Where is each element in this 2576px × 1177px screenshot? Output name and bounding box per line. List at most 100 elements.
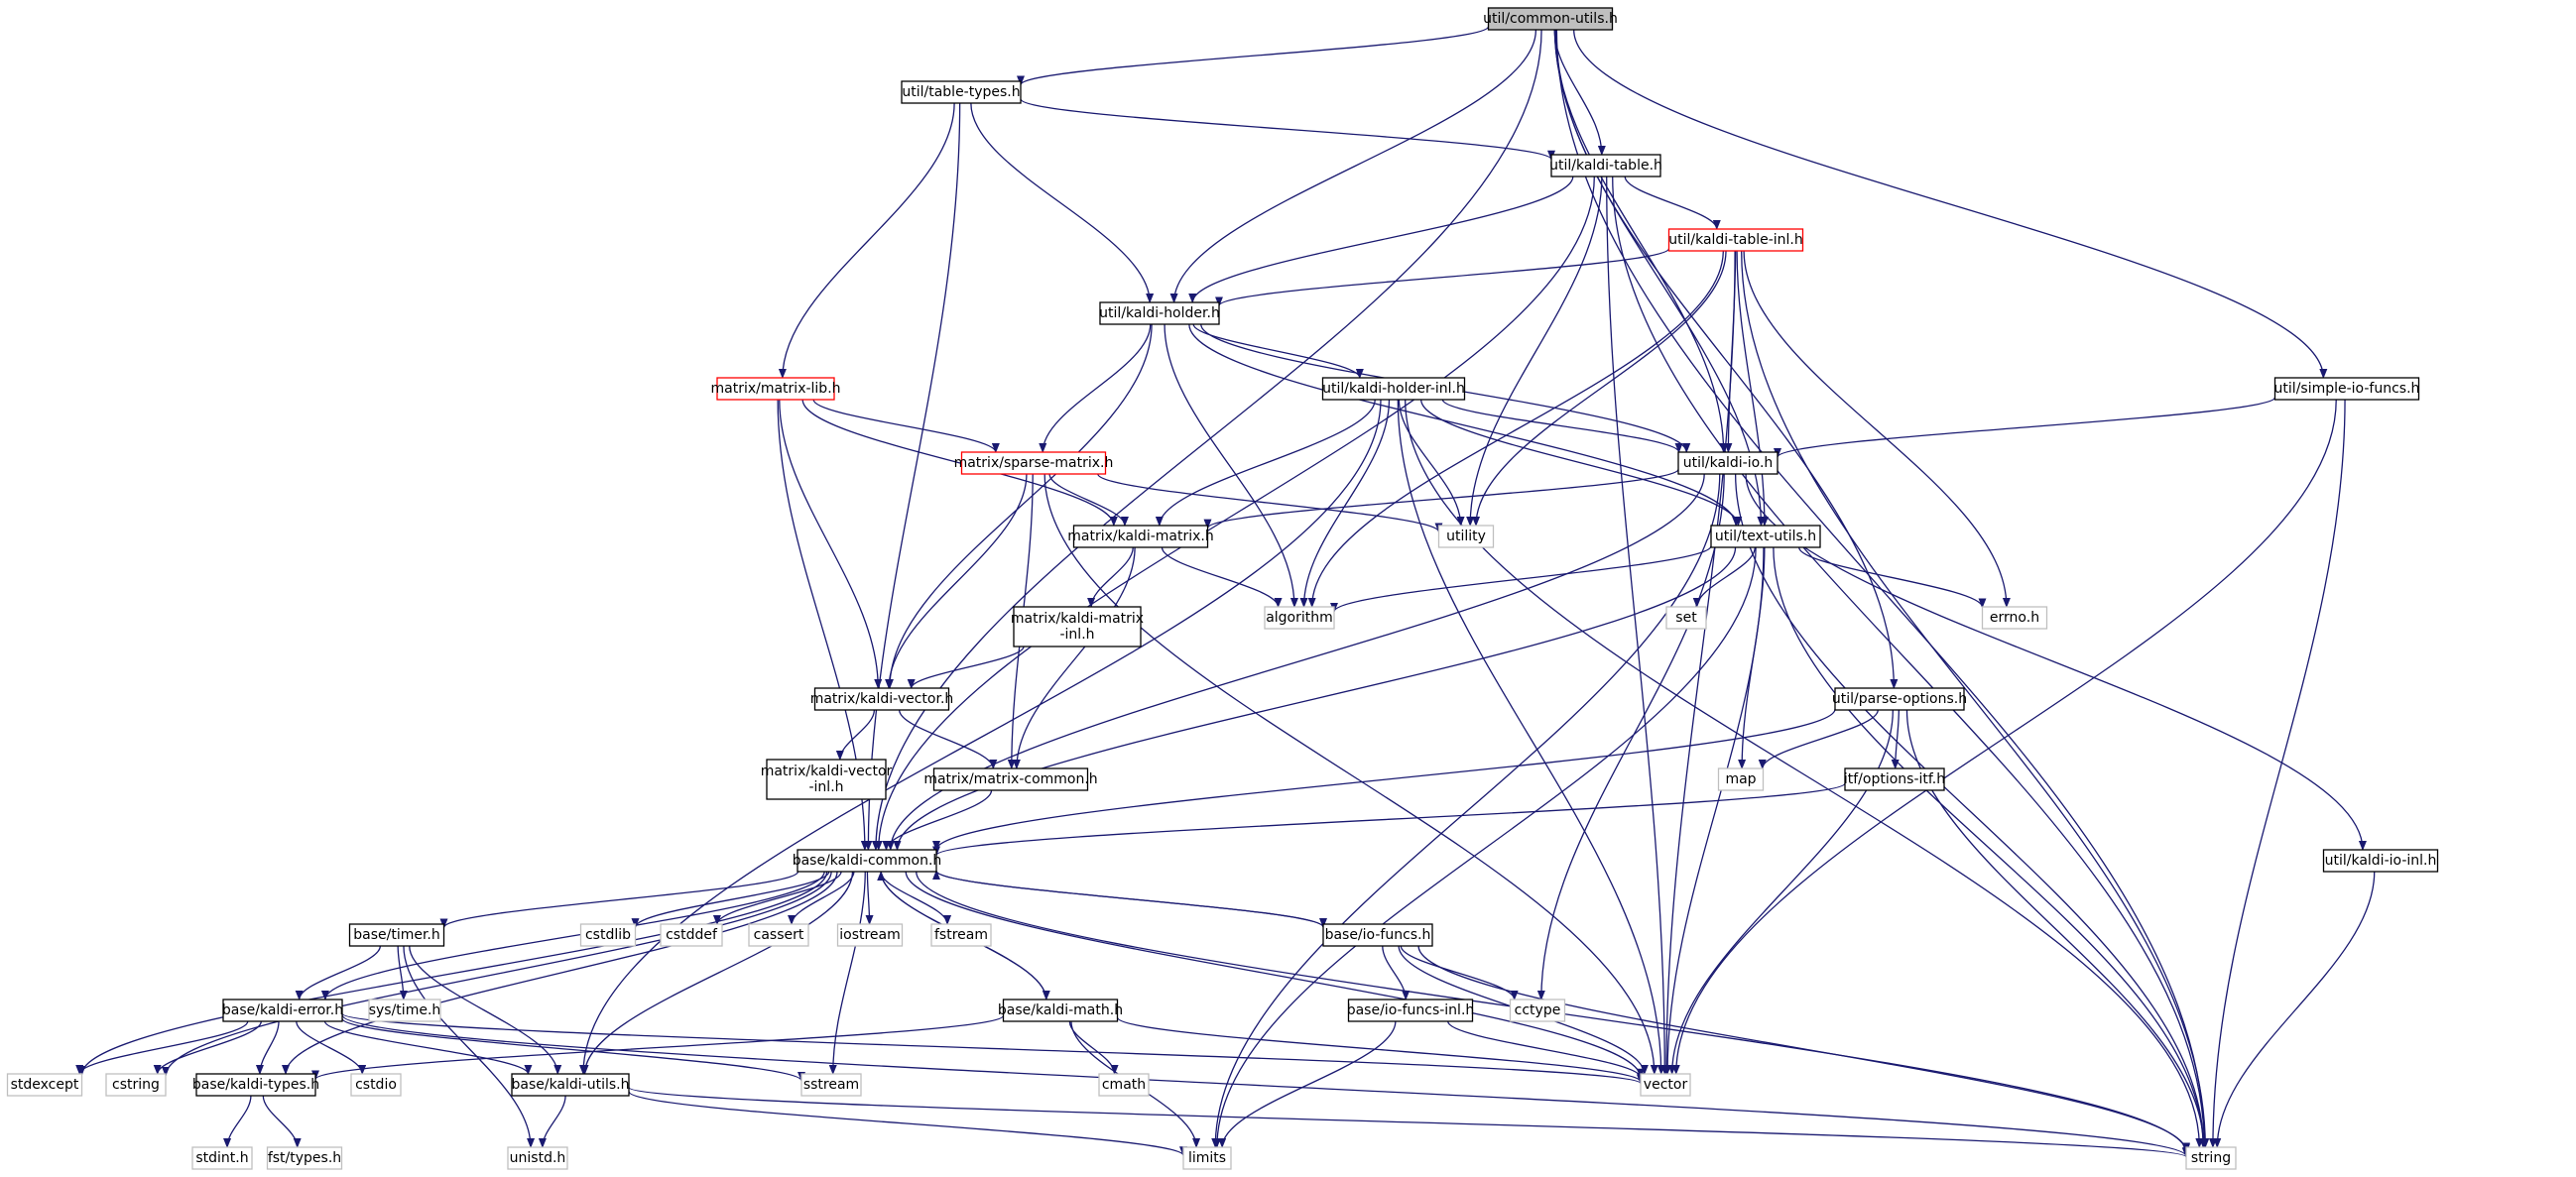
node-kaldi-table-inl[interactable]: util/kaldi-table-inl.h [1667, 228, 1804, 252]
node-box [1098, 1073, 1150, 1097]
node-label: cassert [754, 927, 804, 943]
edge-layer [75, 26, 2376, 1158]
node-box [1487, 7, 1614, 31]
edge-kaldi_matrix-to-kaldi_matrix_inl [1087, 546, 1134, 608]
node-sparse-matrix[interactable]: matrix/sparse-matrix.h [954, 451, 1114, 475]
node-box [1550, 154, 1661, 177]
edge-common_utils-to-table_types [1017, 26, 1490, 86]
node-kaldi-matrix-inl[interactable]: matrix/kaldi-matrix-inl.h [1011, 606, 1144, 647]
node-label: vector [1644, 1077, 1688, 1093]
node-label: base/timer.h [353, 927, 440, 943]
node-kaldi-holder-inl[interactable]: util/kaldi-holder-inl.h [1321, 377, 1466, 401]
node-label: util/kaldi-holder-inl.h [1322, 381, 1465, 397]
node-label: util/table-types.h [902, 84, 1020, 100]
edge-timer-to-kaldi_utils [409, 945, 562, 1075]
node-label: sys/time.h [369, 1002, 441, 1018]
node-label: unistd.h [510, 1150, 566, 1166]
edge-kaldi_types-to-stdint [223, 1095, 252, 1148]
node-text-utils[interactable]: util/text-utils.h [1710, 525, 1821, 548]
node-box [1072, 525, 1209, 548]
edge-sparse_matrix-to-utility [1097, 473, 1443, 533]
edge-kaldi_io-to-kaldi_matrix [1203, 468, 1679, 530]
node-kaldi-io[interactable]: util/kaldi-io.h [1677, 451, 1779, 475]
node-errno: errno.h [1981, 606, 2048, 630]
edge-kaldi_error-to-string [341, 1014, 2190, 1158]
node-kaldi-vector-inl[interactable]: matrix/kaldi-vector-inl.h [761, 759, 893, 800]
edge-kaldi_table-to-kaldi_holder [1188, 176, 1574, 303]
edge-kaldi_error-to-cstring [153, 1020, 262, 1075]
edge-kaldi_io-to-limits [1211, 473, 1721, 1148]
node-kaldi-math[interactable]: base/kaldi-math.h [998, 999, 1123, 1022]
edge-kaldi_table_inl-to-errno [1743, 250, 2011, 608]
edge-kaldi_utils-to-string [628, 1087, 2190, 1158]
node-cstring: cstring [105, 1073, 167, 1097]
node-box [960, 451, 1107, 475]
edge-common_utils-to-kaldi_common [871, 29, 1542, 851]
edge-kaldi_utils-to-unistd [538, 1095, 566, 1148]
node-cassert: cassert [748, 923, 809, 947]
edge-io_funcs-to-cctype [1400, 945, 1519, 1000]
node-options-itf[interactable]: itf/options-itf.h [1844, 767, 1945, 791]
node-label: matrix/kaldi-vector.h [810, 691, 954, 707]
node-stdexcept: stdexcept [6, 1073, 83, 1097]
node-kaldi-error[interactable]: base/kaldi-error.h [222, 999, 343, 1022]
edge-simple_io_funcs-to-kaldi_io [1774, 397, 2276, 458]
node-kaldi-io-inl[interactable]: util/kaldi-io-inl.h [2322, 849, 2439, 873]
edge-kaldi_matrix_inl-to-kaldi_vector [907, 646, 1025, 689]
node-common-utils[interactable]: util/common-utils.h [1483, 7, 1618, 31]
node-cctype: cctype [1509, 999, 1566, 1022]
node-simple-io-funcs[interactable]: util/simple-io-funcs.h [2274, 377, 2420, 401]
node-kaldi-table[interactable]: util/kaldi-table.h [1549, 154, 1662, 177]
node-box [1002, 999, 1119, 1022]
edge-kaldi_table_inl-to-string [1741, 250, 2210, 1148]
node-label: matrix/sparse-matrix.h [954, 455, 1114, 471]
node-kaldi-types[interactable]: base/kaldi-types.h [192, 1073, 319, 1097]
node-matrix-lib[interactable]: matrix/matrix-lib.h [710, 377, 841, 401]
node-kaldi-common[interactable]: base/kaldi-common.h [793, 849, 942, 873]
node-limits: limits [1182, 1146, 1232, 1170]
node-timer[interactable]: base/timer.h [348, 923, 445, 947]
edge-timer-to-systime [397, 945, 408, 1000]
node-label: utility [1446, 529, 1486, 544]
node-table-types[interactable]: util/table-types.h [901, 80, 1022, 104]
node-box [1509, 999, 1566, 1022]
node-box [105, 1073, 167, 1097]
node-label: algorithm [1266, 610, 1333, 626]
node-label: limits [1188, 1150, 1226, 1166]
edge-kaldi_io-to-string [1734, 473, 2208, 1148]
edge-kaldi_table-to-kaldi_table_inl [1624, 176, 1721, 230]
edge-kaldi_common-to-cstddef [713, 871, 842, 925]
node-io-funcs-inl[interactable]: base/io-funcs-inl.h [1347, 999, 1475, 1022]
node-box [1640, 1073, 1691, 1097]
edge-kaldi_vector-to-matrix_common [899, 709, 998, 769]
edge-kaldi_holder_inl-to-vector [1397, 399, 1665, 1075]
node-kaldi-holder[interactable]: util/kaldi-holder.h [1099, 301, 1220, 325]
edge-timer-to-unistd [403, 945, 536, 1148]
edge-kaldi_common-to-vector [905, 871, 1645, 1079]
node-cmath: cmath [1098, 1073, 1150, 1097]
edge-kaldi_holder_inl-to-algorithm [1299, 399, 1391, 608]
edge-kaldi_error-to-kaldi_utils [323, 1020, 533, 1075]
edge-table_types-to-kaldi_common [864, 102, 961, 851]
edge-table_types-to-kaldi_table [1020, 98, 1555, 161]
node-io-funcs[interactable]: base/io-funcs.h [1322, 923, 1433, 947]
edge-kaldi_matrix-to-algorithm [1161, 546, 1283, 608]
edge-kaldi_math-to-vector [1116, 1016, 1645, 1083]
node-box [1264, 606, 1335, 630]
node-parse-options[interactable]: util/parse-options.h [1832, 687, 1967, 711]
node-matrix-common[interactable]: matrix/matrix-common.h [923, 767, 1098, 791]
node-box [797, 849, 937, 873]
node-box [1834, 687, 1965, 711]
node-kaldi-vector[interactable]: matrix/kaldi-vector.h [810, 687, 954, 711]
node-kaldi-utils[interactable]: base/kaldi-utils.h [511, 1073, 630, 1097]
node-label: cctype [1515, 1002, 1561, 1018]
node-label: util/parse-options.h [1832, 691, 1967, 707]
edge-kaldi_common-to-iostream [865, 871, 874, 925]
edge-matrix_lib-to-kaldi_matrix [801, 399, 1118, 527]
node-label: -inl.h [1059, 627, 1094, 643]
node-kaldi-matrix[interactable]: matrix/kaldi-matrix.h [1067, 525, 1214, 548]
edge-table_types-to-matrix_lib [778, 102, 955, 379]
edge-kaldi_math-to-kaldi_types [311, 1014, 1005, 1081]
node-label: fstream [934, 927, 988, 943]
